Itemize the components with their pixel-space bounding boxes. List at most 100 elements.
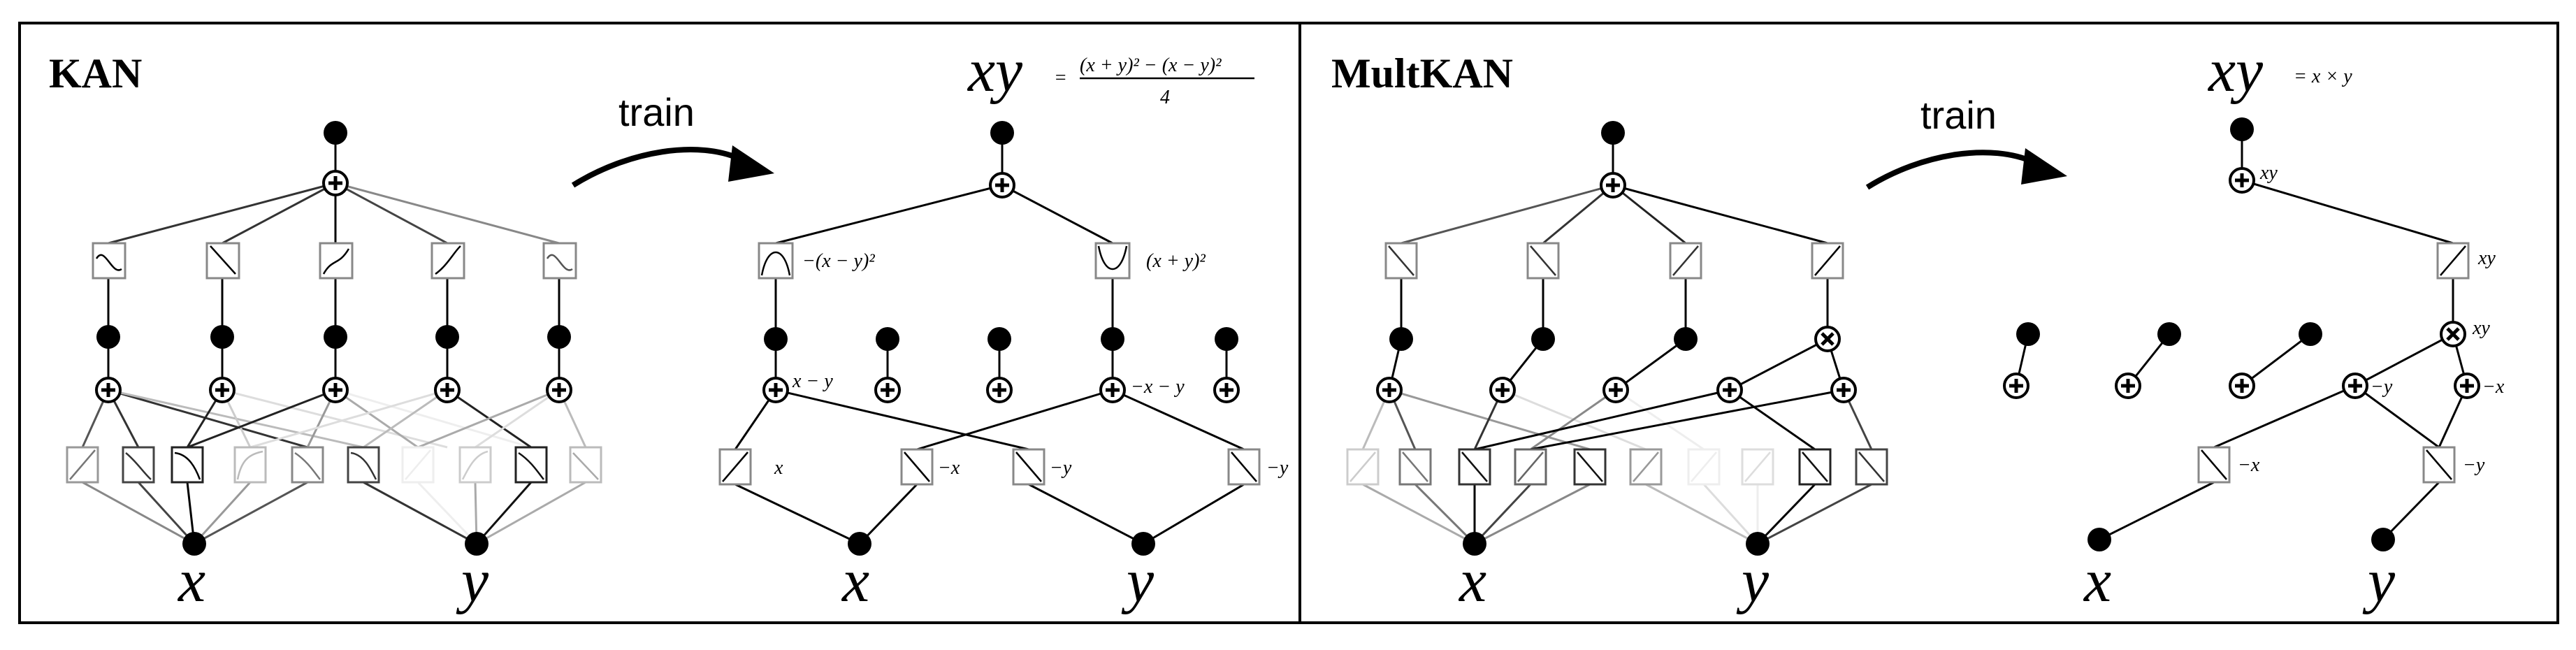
multkan-top-sum-label: xy (2259, 162, 2278, 184)
kan-trained-network: xy = (x + y)² − (x − y)² 4 (718, 37, 1289, 615)
multkan-title: MultKAN (1331, 50, 1513, 96)
multkan-mult-node (1816, 327, 1839, 351)
multkan-sum-b-label: −x (2482, 376, 2505, 398)
kan-sum-node (324, 378, 347, 402)
multkan-trained-output-label: xy (2207, 37, 2264, 105)
kan-sum-node (435, 378, 459, 402)
multkan-sum-node (1832, 378, 1855, 402)
multkan-input-node-x (1463, 532, 1486, 556)
multkan-pruned-sum-node (2004, 374, 2028, 398)
multkan-train-label: train (1920, 93, 1997, 137)
kan-trained-sum-node (987, 378, 1011, 402)
kan-trained-sum-node (1215, 378, 1238, 402)
kan-trained-input-node-y (1131, 532, 1155, 556)
kan-sum-node (210, 378, 234, 402)
multkan-hidden-node (1389, 327, 1413, 351)
multkan-pruned-node (2016, 322, 2040, 346)
multkan-pruned-sum-node (2116, 374, 2140, 398)
kan-edge-label-3: −y (1050, 457, 1072, 479)
kan-trained-hidden-node (1215, 327, 1238, 351)
kan-trained-hidden-node (764, 327, 788, 351)
kan-edge-label-2: −x (938, 457, 960, 479)
multkan-edge-label-1: −x (2238, 454, 2260, 476)
multkan-trained-sum-node (2230, 168, 2254, 192)
kan-sum-right-label: −x − y (1131, 376, 1185, 398)
multkan-trained-input-node-y (2371, 528, 2395, 551)
kan-trained-sum-node (990, 173, 1014, 197)
kan-trained-hidden-node (876, 327, 899, 351)
kan-trained-input-node-x (848, 532, 871, 556)
kan-input-node-y (465, 532, 489, 556)
kan-trained-act-box (1094, 242, 1131, 280)
multkan-hidden-node (1674, 327, 1698, 351)
kan-trained-sum-node (764, 378, 788, 402)
kan-formula-denominator: 4 (1160, 87, 1170, 108)
multkan-trained-network: xy = x × y (2004, 37, 2505, 615)
multkan-mult-label: xy (2472, 317, 2490, 339)
multkan-trained-input-node-x (2087, 528, 2111, 551)
multkan-input-y-label: y (1736, 547, 1770, 615)
multkan-trained-sum-node (2455, 374, 2479, 398)
multkan-sum-node (1718, 378, 1742, 402)
kan-hidden-node (435, 325, 459, 349)
kan-trained-output-node (990, 121, 1014, 145)
kan-trained-hidden-node (987, 327, 1011, 351)
kan-trained-input-y-label: y (1121, 547, 1155, 615)
kan-train-label: train (618, 90, 695, 134)
kan-act-left-label: −(x − y)² (802, 250, 875, 272)
multkan-sum-node (1604, 378, 1628, 402)
kan-title: KAN (49, 50, 142, 96)
kan-panel: KAN (49, 37, 1289, 615)
multkan-formula: = x × y (2294, 66, 2352, 87)
kan-untrained-network: x y (66, 121, 602, 615)
multkan-edge-label-2: −y (2463, 454, 2485, 476)
kan-trained-hidden-node (1101, 327, 1124, 351)
kan-formula-numerator: (x + y)² − (x − y)² (1080, 55, 1222, 76)
kan-hidden-node (324, 325, 347, 349)
kan-sum-left-label: x − y (792, 370, 833, 392)
kan-output-node (324, 121, 347, 145)
kan-trained-input-x-label: x (841, 547, 869, 615)
multkan-input-x-label: x (1458, 547, 1486, 615)
multkan-hidden-node (1531, 327, 1555, 351)
kan-formula-eq: = (1054, 67, 1067, 89)
figure-border (18, 22, 2559, 624)
multkan-sum-node (1491, 378, 1514, 402)
multkan-output-node (1601, 121, 1625, 145)
kan-act-box (233, 446, 267, 484)
multkan-act-label: xy (2477, 247, 2496, 269)
kan-trained-output-label: xy (967, 37, 1023, 105)
multkan-sum-node (1601, 173, 1625, 197)
multkan-untrained-network: x y (1346, 121, 1888, 615)
kan-input-x-label: x (177, 547, 205, 615)
multkan-trained-mult-node (2441, 322, 2465, 346)
kan-trained-act-box (758, 242, 794, 280)
kan-hidden-node (547, 325, 571, 349)
multkan-input-node-y (1746, 532, 1770, 556)
kan-edge-label-1: x (774, 457, 783, 479)
multkan-sum-node (1377, 378, 1401, 402)
multkan-trained-input-x-label: x (2083, 547, 2111, 615)
kan-hidden-node (96, 325, 120, 349)
kan-hidden-node (210, 325, 234, 349)
kan-edge-label-4: −y (1266, 457, 1289, 479)
multkan-panel: MultKAN (1331, 37, 2505, 615)
multkan-trained-sum-node (2343, 374, 2367, 398)
kan-trained-sum-node (876, 378, 899, 402)
kan-input-y-label: y (456, 547, 489, 615)
kan-trained-sum-node (1101, 378, 1124, 402)
multkan-pruned-node (2157, 322, 2181, 346)
kan-act-right-label: (x + y)² (1146, 250, 1206, 272)
kan-sum-node (96, 378, 120, 402)
multkan-trained-input-y-label: y (2362, 547, 2396, 615)
multkan-trained-output-node (2230, 117, 2254, 141)
multkan-train-arrow: train (1865, 93, 2067, 190)
multkan-pruned-sum-node (2230, 374, 2254, 398)
kan-train-arrow: train (571, 90, 774, 188)
kan-input-node-x (182, 532, 206, 556)
kan-sum-node (547, 378, 571, 402)
multkan-pruned-node (2299, 322, 2322, 346)
multkan-sum-a-label: −y (2371, 376, 2393, 398)
kan-sum-node (324, 171, 347, 195)
